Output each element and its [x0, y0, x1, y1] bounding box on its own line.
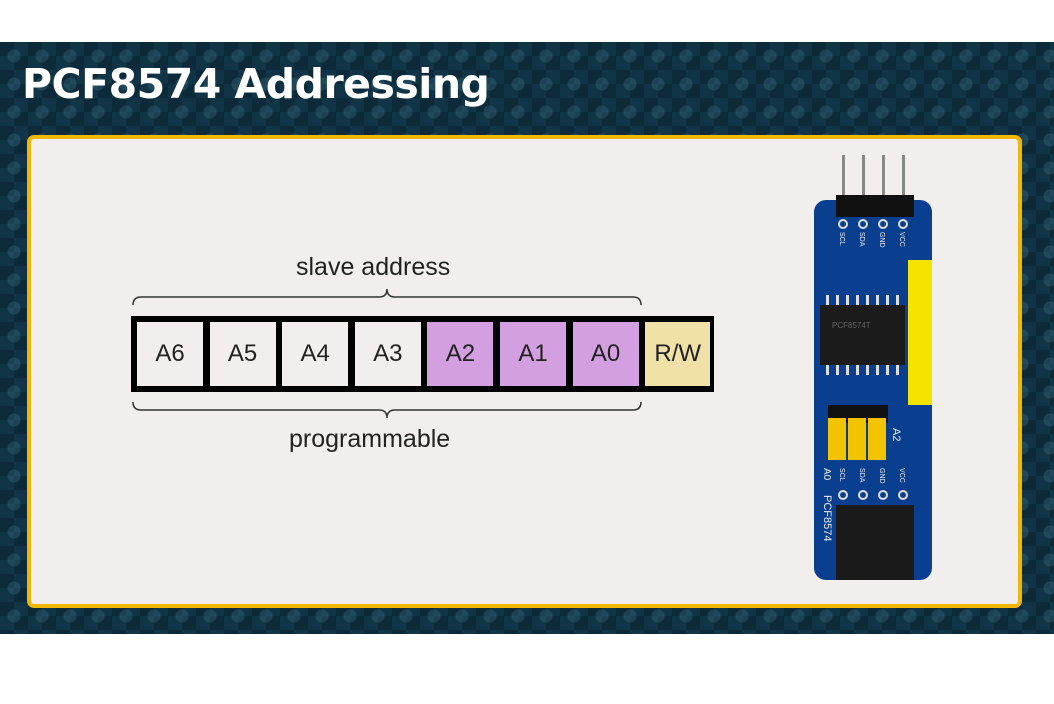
svg-text:PCF8574T: PCF8574T	[832, 321, 871, 330]
svg-text:PCF8574: PCF8574	[821, 495, 833, 541]
svg-text:GND: GND	[878, 232, 885, 248]
svg-text:SCL: SCL	[838, 468, 845, 482]
slave-address-label: slave address	[296, 253, 451, 281]
pcf8574-chip	[820, 305, 905, 365]
svg-text:A2: A2	[890, 428, 902, 441]
bit-cell-a2: A2	[427, 322, 494, 386]
slide-title: PCF8574 Addressing	[22, 60, 490, 108]
pcb	[814, 200, 932, 580]
svg-text:VCC: VCC	[898, 232, 905, 247]
bit-cell-rw: R/W	[645, 322, 711, 386]
top-brace	[132, 288, 642, 306]
svg-text:GND: GND	[878, 468, 885, 484]
svg-text:SDA: SDA	[858, 232, 865, 247]
svg-text:SDA: SDA	[858, 468, 865, 483]
bit-cell-a6: A6	[137, 322, 203, 386]
bit-cell-a4: A4	[282, 322, 349, 386]
address-jumpers	[828, 418, 886, 460]
svg-text:A0: A0	[821, 468, 832, 481]
header-pins-top	[842, 155, 905, 200]
bottom-brace	[132, 401, 642, 419]
svg-text:SCL: SCL	[838, 232, 845, 246]
side-header	[908, 260, 932, 405]
svg-text:VCC: VCC	[898, 468, 905, 483]
female-header	[836, 505, 914, 580]
pcf8574-board-photo: SCL SDA GND VCC PCF8574T A2 A0 PCF8574 S…	[814, 155, 932, 580]
bit-cell-a0: A0	[572, 322, 639, 386]
bit-cell-a1: A1	[500, 322, 566, 386]
bit-cell-a3: A3	[354, 322, 421, 386]
programmable-label: programmable	[289, 425, 451, 453]
bit-cell-a5: A5	[209, 322, 276, 386]
